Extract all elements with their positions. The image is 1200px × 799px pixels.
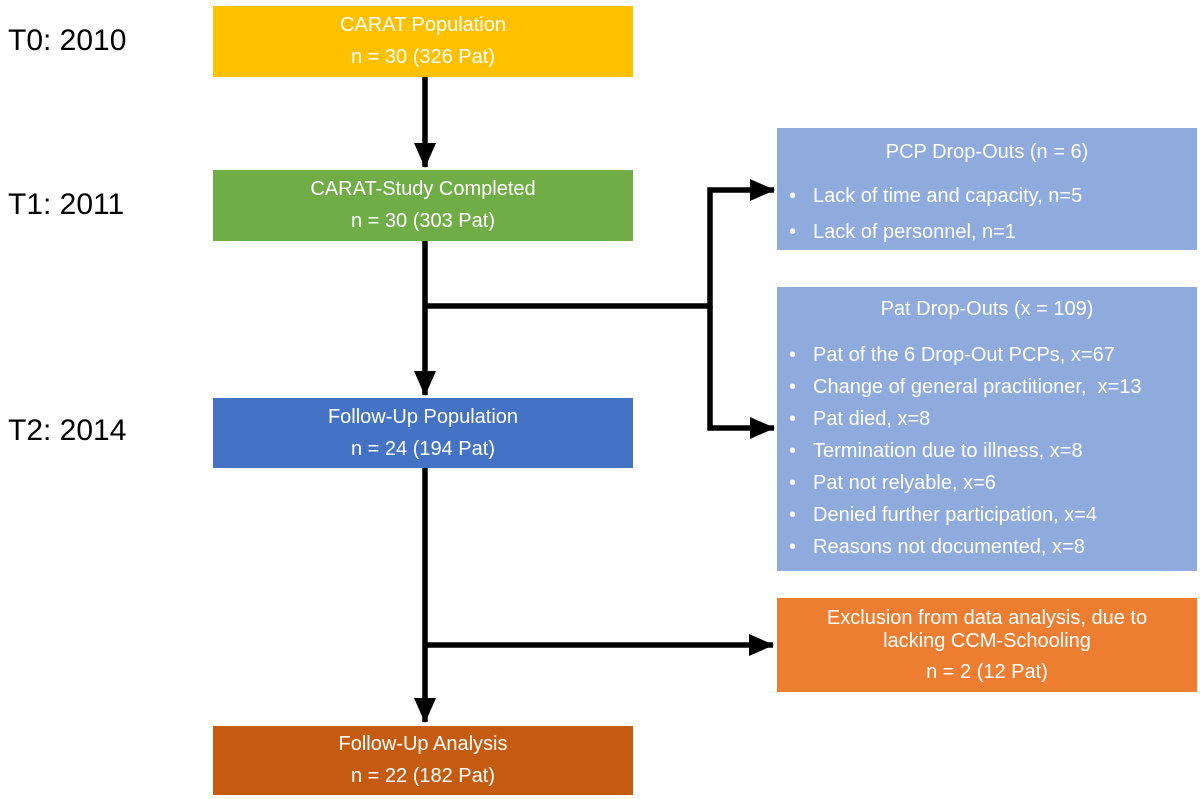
bullet-text: Pat of the 6 Drop-Out PCPs, x=67 [813, 344, 1115, 366]
bullet-text: Lack of personnel, n=1 [813, 221, 1016, 243]
box-title: Follow-Up Population [327, 405, 519, 428]
bullet-icon: • [789, 504, 797, 526]
bullet-text: Denied further participation, x=4 [813, 504, 1098, 526]
bullet-text: Pat not relyable, x=6 [813, 472, 996, 494]
box-title: CARAT Population [339, 14, 506, 36]
bullet-list: • Lack of time and capacity, n=5 • Lack of… [777, 178, 1197, 250]
box-title: CARAT-Study Completed [310, 178, 536, 200]
side-box-title: Pat Drop-Outs (x = 109) [880, 298, 1094, 320]
timeline-label-t0: T0: 2010 [8, 24, 127, 57]
bullet-icon: • [789, 344, 797, 366]
bullet-item: • Lack of personnel, n=1 [789, 214, 1191, 250]
bullet-item: • Reasons not documented, x=8 [789, 531, 1191, 563]
bullet-item: • Pat not relyable, x=6 [789, 467, 1191, 499]
bullet-text: Pat died, x=8 [813, 408, 931, 430]
bullet-item: • Pat of the 6 Drop-Out PCPs, x=67 [789, 339, 1191, 371]
bullet-item: • Lack of time and capacity, n=5 [789, 178, 1191, 214]
box-subtitle: n = 2 (12 Pat) [926, 660, 1048, 683]
bullet-icon: • [789, 472, 797, 494]
flow-box-carat-study-completed: CARAT-Study Completed n = 30 (303 Pat) [213, 170, 633, 241]
bullet-text: Reasons not documented, x=8 [813, 536, 1085, 558]
bullet-text: Lack of time and capacity, n=5 [813, 185, 1083, 207]
bullet-item: • Denied further participation, x=4 [789, 499, 1191, 531]
side-box-exclusion: Exclusion from data analysis, due to lac… [777, 598, 1197, 692]
side-box-pat-dropouts: Pat Drop-Outs (x = 109) • Pat of the 6 Dr… [777, 287, 1197, 571]
flow-box-follow-up-population: Follow-Up Population n = 24 (194 Pat) [213, 398, 633, 468]
side-box-title: PCP Drop-Outs (n = 6) [885, 141, 1089, 163]
flow-box-carat-population: CARAT Population n = 30 (326 Pat) [213, 6, 633, 77]
bullet-list: • Pat of the 6 Drop-Out PCPs, x=67 • Chang… [777, 339, 1197, 563]
box-subtitle: n = 30 (303 Pat) [351, 210, 495, 232]
box-subtitle: n = 30 (326 Pat) [351, 46, 495, 68]
side-box-pcp-dropouts: PCP Drop-Outs (n = 6) • Lack of time and … [777, 128, 1197, 250]
bullet-icon: • [789, 408, 797, 430]
box-title: Follow-Up Analysis [338, 733, 508, 755]
bullet-text: Change of general practitioner, x=13 [813, 376, 1142, 398]
bullet-item: • Termination due to illness, x=8 [789, 435, 1191, 467]
bullet-text: Termination due to illness, x=8 [813, 440, 1083, 462]
timeline-label-t2: T2: 2014 [8, 414, 127, 447]
bullet-icon: • [789, 440, 797, 462]
box-title: Exclusion from data analysis, due to lac… [826, 606, 1148, 652]
box-subtitle: n = 24 (194 Pat) [351, 437, 495, 460]
box-subtitle: n = 22 (182 Pat) [351, 765, 495, 787]
flow-box-follow-up-analysis: Follow-Up Analysis n = 22 (182 Pat) [213, 726, 633, 795]
bullet-icon: • [789, 536, 797, 558]
bullet-item: • Pat died, x=8 [789, 403, 1191, 435]
bullet-item: • Change of general practitioner, x=13 [789, 371, 1191, 403]
timeline-label-t1: T1: 2011 [8, 188, 125, 221]
bullet-icon: • [789, 185, 797, 207]
bullet-icon: • [789, 376, 797, 398]
connector-pat-dropouts [707, 306, 775, 439]
bullet-icon: • [789, 221, 797, 243]
